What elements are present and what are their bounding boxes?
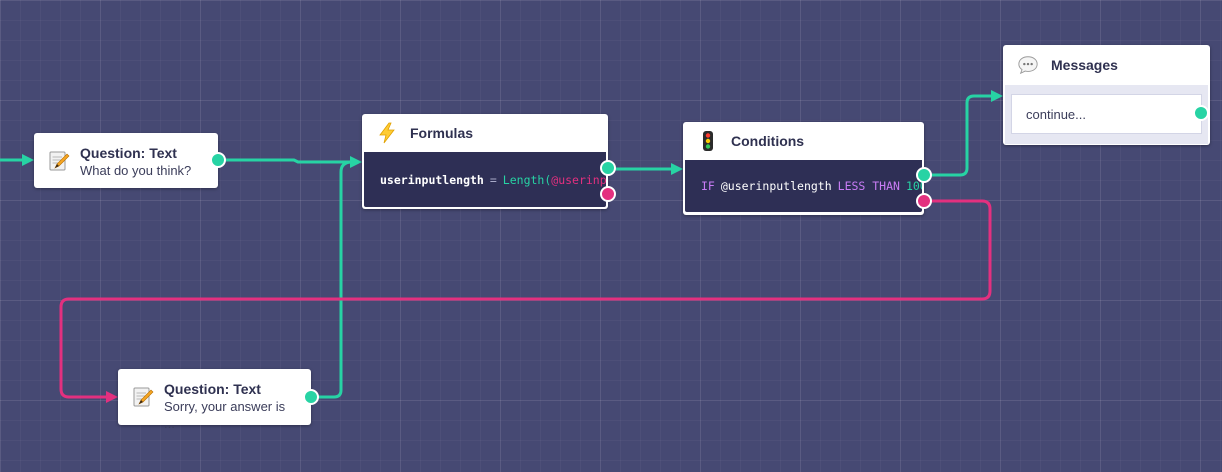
question-text-node-2[interactable]: Question: Text Sorry, your answer is ... — [118, 369, 319, 431]
node-title: Question: Text — [164, 381, 261, 397]
memo-pencil-icon — [132, 386, 154, 408]
message-text: continue... — [1026, 106, 1086, 122]
message-item[interactable]: continue... — [1011, 94, 1209, 134]
node-title: Messages — [1051, 57, 1118, 73]
formula-expression[interactable]: userinputlength = Length( @userinput — [364, 152, 606, 207]
wire-arrowhead — [350, 156, 362, 168]
formulas-node[interactable]: Formulas userinputlength = Length( @user… — [362, 114, 616, 209]
wire-question2-to-formulas — [317, 160, 354, 399]
question-prompt: What do you think? — [80, 163, 192, 178]
question-prompt: Sorry, your answer is ... — [164, 399, 286, 431]
node-header[interactable]: Formulas — [362, 114, 608, 152]
conditions-node[interactable]: Conditions IF @userinputlength LESS THAN… — [683, 122, 932, 215]
output-port-success[interactable] — [1193, 105, 1209, 121]
output-port-success[interactable] — [916, 167, 932, 183]
formula-function: Length( — [502, 172, 552, 187]
output-port-success[interactable] — [210, 152, 226, 168]
node-title: Conditions — [731, 133, 805, 149]
condition-value: 100 — [905, 179, 922, 193]
wire-arrowhead — [106, 391, 118, 403]
formula-argument: @userinput — [551, 172, 606, 187]
output-port-success[interactable] — [600, 160, 616, 176]
messages-node[interactable]: Messages continue... — [1003, 45, 1210, 145]
condition-comparator: LESS THAN — [837, 179, 900, 193]
formula-operator: = — [489, 172, 497, 187]
output-port-failure[interactable] — [600, 186, 616, 202]
wire-question1-to-formulas — [224, 158, 354, 164]
output-port-failure[interactable] — [916, 193, 932, 209]
traffic-light-icon — [697, 130, 719, 152]
node-title: Formulas — [410, 125, 474, 141]
node-header[interactable]: Messages — [1003, 45, 1210, 85]
wire-arrowhead — [22, 154, 34, 166]
formula-variable: userinputlength — [380, 172, 484, 187]
node-header[interactable]: Conditions — [683, 122, 924, 160]
messages-body: continue... — [1005, 85, 1209, 144]
wire-conditions-fail-to-question2 — [59, 199, 992, 399]
wire-arrowhead — [671, 163, 683, 175]
condition-expression[interactable]: IF @userinputlength LESS THAN 100 — [685, 160, 922, 212]
output-port-success[interactable] — [303, 389, 319, 405]
speech-bubble-icon — [1017, 54, 1039, 76]
wire-arrowhead — [991, 90, 1003, 102]
node-title: Question: Text — [80, 145, 177, 161]
condition-variable: @userinputlength — [720, 179, 832, 193]
lightning-icon — [376, 122, 398, 144]
condition-keyword: IF — [701, 179, 715, 193]
question-text-node-1[interactable]: Question: Text What do you think? — [34, 133, 226, 188]
wire-conditions-to-messages — [929, 94, 995, 177]
memo-pencil-icon — [48, 150, 70, 172]
